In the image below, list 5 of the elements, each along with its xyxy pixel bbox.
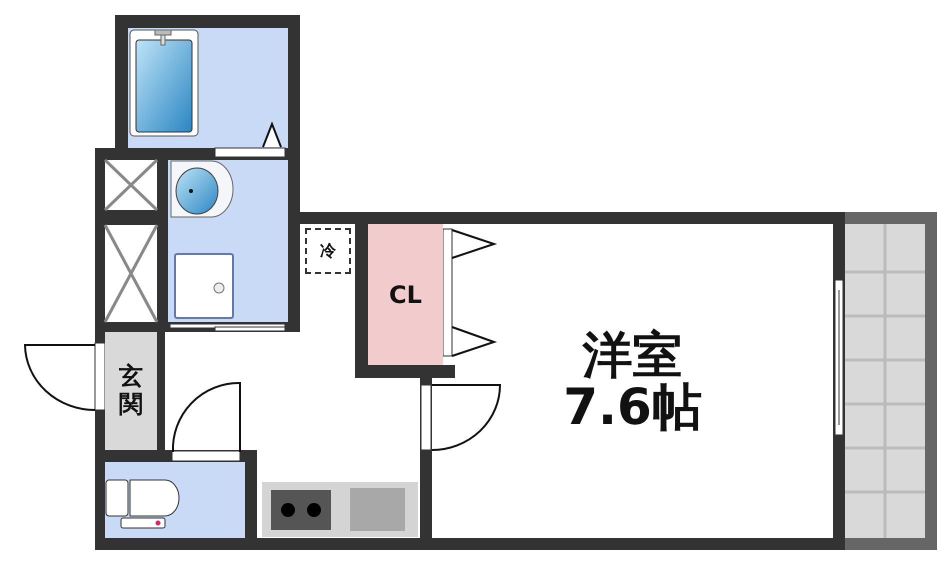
entrance-area: 玄関: [105, 332, 157, 450]
fridge-space-box: 冷: [305, 228, 351, 274]
closet-box: CL: [368, 224, 443, 365]
room-size: 7.6帖: [563, 381, 702, 434]
room-name: 洋室: [582, 328, 682, 381]
